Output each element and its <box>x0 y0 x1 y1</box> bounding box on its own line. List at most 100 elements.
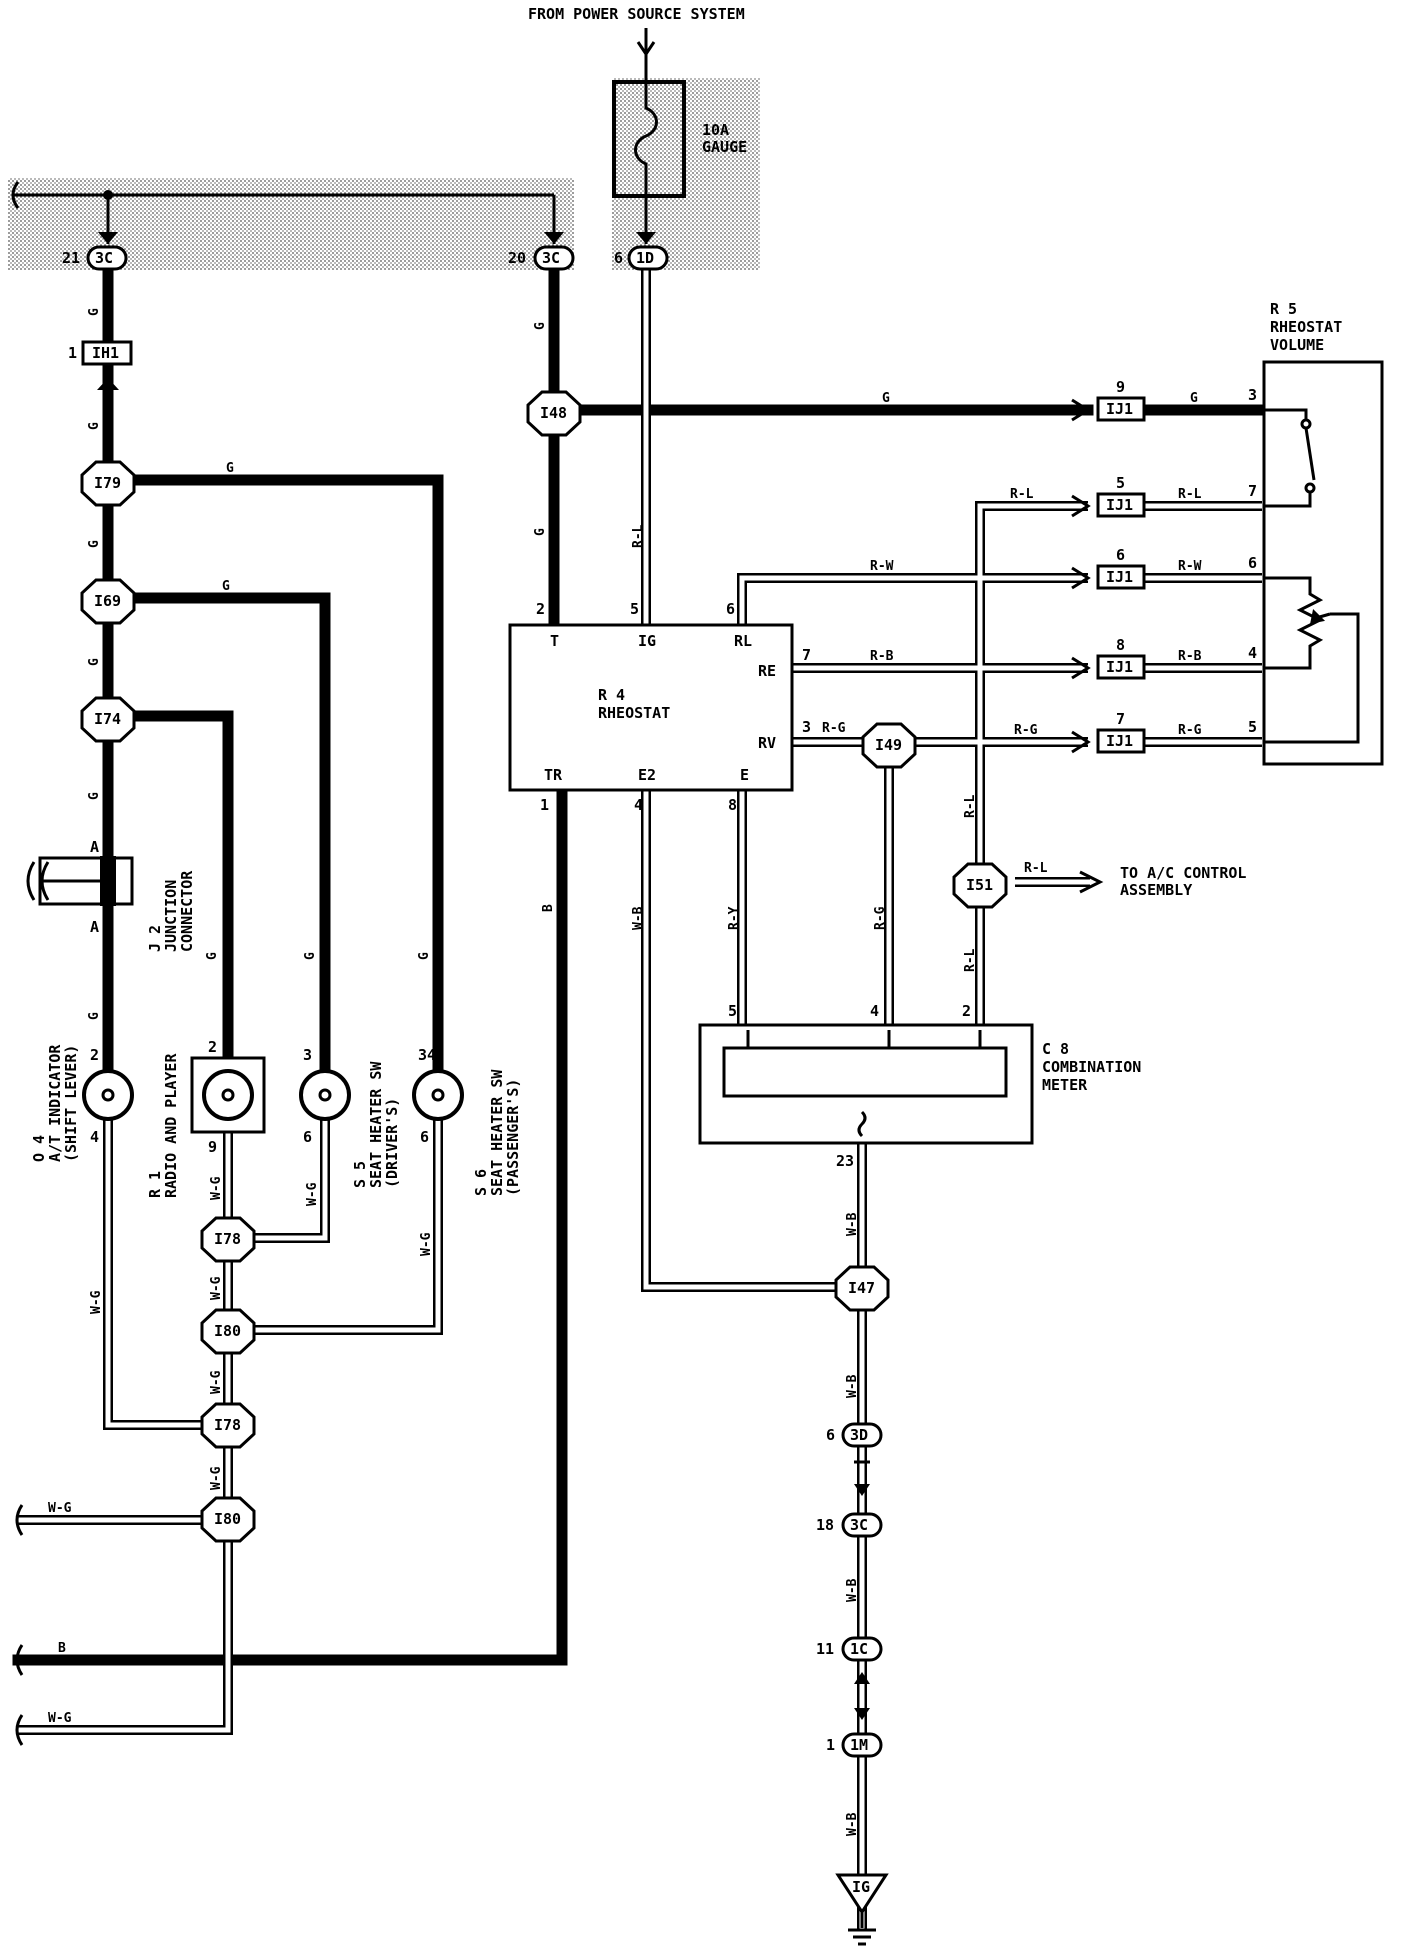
pin-6-3d: 6 <box>826 1426 835 1444</box>
connector-3c-left: 3C <box>86 245 128 271</box>
connector-i78-lower: I78 <box>200 1402 256 1449</box>
svg-text:R-W: R-W <box>1178 559 1202 574</box>
c8-line1: COMBINATION <box>1042 1058 1141 1076</box>
s5-pin-6: 6 <box>303 1128 312 1146</box>
j2-pin-a-bottom: A <box>90 918 99 936</box>
pin-11-1c: 11 <box>816 1640 834 1658</box>
svg-text:R 1: R 1 <box>146 1171 164 1198</box>
connector-ij1-row3: IJ1 <box>1096 564 1146 590</box>
connector-1d: 1D <box>627 245 669 271</box>
c8-id: C 8 <box>1042 1040 1069 1058</box>
svg-text:A/T INDICATOR: A/T INDICATOR <box>46 1044 64 1162</box>
potentiometer-icon <box>1264 576 1360 744</box>
connector-i78-upper: I78 <box>200 1216 256 1263</box>
svg-text:RADIO AND PLAYER: RADIO AND PLAYER <box>162 1053 180 1198</box>
c8-pin-5: 5 <box>728 1002 737 1020</box>
wire-labels: G G G G R-L R-L R-W R-W R-B R-B R-G R-G … <box>48 391 1202 1726</box>
svg-text:3C: 3C <box>542 249 560 267</box>
r4-name: RHEOSTAT <box>598 704 670 722</box>
o4-pin-4: 4 <box>90 1128 99 1146</box>
connector-ij1-row1: IJ1 <box>1096 396 1146 422</box>
svg-text:R-B: R-B <box>1178 649 1202 664</box>
svg-text:W-B: W-B <box>845 1578 860 1602</box>
r4-pin-8: 8 <box>728 796 737 814</box>
r4-id: R 4 <box>598 686 625 704</box>
r4-pin-5: 5 <box>630 600 639 618</box>
svg-text:R-B: R-B <box>870 649 894 664</box>
connector-i80-lower: I80 <box>200 1496 256 1543</box>
svg-text:R-G: R-G <box>1014 723 1038 738</box>
svg-text:G: G <box>87 308 102 316</box>
wire-labels-vertical: G G G G G G G G G G G R-L B W-B R-Y R-G … <box>87 308 978 1836</box>
svg-text:SEAT HEATER SW: SEAT HEATER SW <box>367 1061 385 1188</box>
svg-text:G: G <box>226 461 234 476</box>
svg-text:I79: I79 <box>94 474 121 492</box>
ij1-pin-8: 8 <box>1116 636 1125 654</box>
r4-pin-label-e2: E2 <box>638 766 656 784</box>
svg-text:W-B: W-B <box>631 906 646 930</box>
svg-text:1M: 1M <box>850 1736 868 1754</box>
r5-id: R 5 <box>1270 300 1297 318</box>
svg-text:G: G <box>87 422 102 430</box>
switch-icon <box>1264 408 1316 508</box>
svg-text:IJ1: IJ1 <box>1106 496 1133 514</box>
connector-1m: 1M <box>841 1732 883 1758</box>
svg-text:B: B <box>58 1641 66 1656</box>
ij1-pin-6: 6 <box>1116 546 1125 564</box>
pin-6-1d: 6 <box>614 249 623 267</box>
svg-text:W-G: W-G <box>419 1232 434 1256</box>
s5-driver-lamp <box>299 1069 351 1121</box>
svg-text:IJ1: IJ1 <box>1106 400 1133 418</box>
svg-text:J 2: J 2 <box>146 925 164 952</box>
ij1-pin-9: 9 <box>1116 378 1125 396</box>
r4-pin-label-re: RE <box>758 662 776 680</box>
connector-1c: 1C <box>841 1636 883 1662</box>
svg-text:R-G: R-G <box>822 721 846 736</box>
svg-text:I78: I78 <box>214 1230 241 1248</box>
j2-pin-a-top: A <box>90 838 99 856</box>
r5-line2: VOLUME <box>1270 336 1324 354</box>
svg-text:R-L: R-L <box>1010 487 1034 502</box>
fuse-icon <box>634 82 658 196</box>
ground-label: IG <box>852 1878 870 1896</box>
svg-text:G: G <box>87 792 102 800</box>
svg-text:W-G: W-G <box>209 1176 224 1200</box>
svg-text:I51: I51 <box>966 876 993 894</box>
r4-pin-label-e: E <box>740 766 749 784</box>
svg-text:W-G: W-G <box>48 1711 72 1726</box>
svg-text:S 5: S 5 <box>351 1161 369 1188</box>
svg-text:G: G <box>87 540 102 548</box>
r1-label: R 1 RADIO AND PLAYER <box>146 1053 180 1198</box>
svg-text:G: G <box>533 322 548 330</box>
r5-pin-5: 5 <box>1248 718 1257 736</box>
r4-pin-1: 1 <box>540 796 549 814</box>
connector-i47: I47 <box>834 1265 890 1312</box>
pin-20: 20 <box>508 249 526 267</box>
svg-text:R-G: R-G <box>1178 723 1202 738</box>
svg-text:S 6: S 6 <box>472 1169 490 1196</box>
svg-text:3C: 3C <box>95 249 113 267</box>
svg-text:W-G: W-G <box>48 1501 72 1516</box>
r4-rheostat-box <box>508 623 794 792</box>
connector-i49: I49 <box>861 722 917 769</box>
r4-pin-2: 2 <box>536 600 545 618</box>
connector-ij1-row2: IJ1 <box>1096 492 1146 518</box>
r4-pin-label-rv: RV <box>758 734 776 752</box>
connector-i79: I79 <box>80 460 136 507</box>
svg-text:(SHIFT LEVER): (SHIFT LEVER) <box>62 1045 80 1162</box>
svg-text:I69: I69 <box>94 592 121 610</box>
c8-line2: METER <box>1042 1076 1088 1094</box>
r1-pin-2: 2 <box>208 1038 217 1056</box>
ac-control-label-1: TO A/C CONTROL <box>1120 864 1246 882</box>
power-source-label: FROM POWER SOURCE SYSTEM <box>528 5 745 23</box>
svg-text:G: G <box>303 952 318 960</box>
connector-ij1-row4: IJ1 <box>1096 654 1146 680</box>
connector-i51: I51 <box>952 862 1008 909</box>
o4-label: O 4 A/T INDICATOR (SHIFT LEVER) <box>30 1044 80 1162</box>
j2-junction-connector <box>26 856 134 906</box>
svg-text:R-G: R-G <box>873 906 888 930</box>
svg-text:SEAT HEATER SW: SEAT HEATER SW <box>488 1069 506 1196</box>
svg-text:I49: I49 <box>875 736 902 754</box>
svg-text:I74: I74 <box>94 710 121 728</box>
svg-text:W-B: W-B <box>845 1374 860 1398</box>
